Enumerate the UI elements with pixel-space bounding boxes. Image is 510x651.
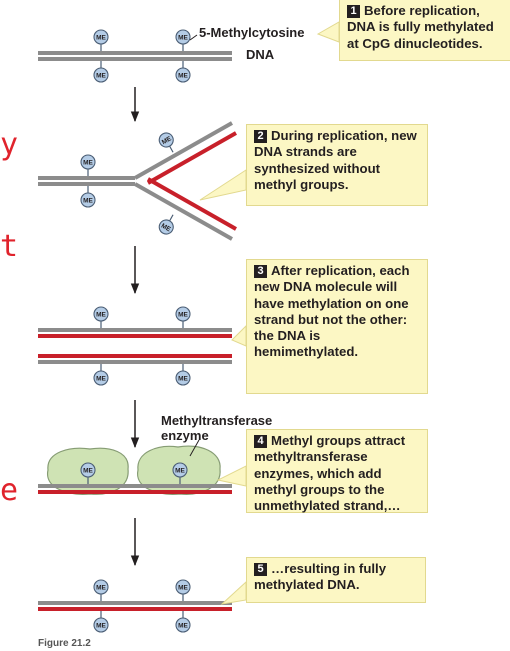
dna-strand-parent bbox=[134, 121, 233, 180]
side-note: e bbox=[0, 473, 19, 508]
stage5-fully-methylated-dna: ME ME ME ME bbox=[38, 579, 232, 633]
dna-strand-new bbox=[147, 131, 237, 185]
methyl-group: ME bbox=[93, 29, 109, 51]
svg-text:ME: ME bbox=[96, 623, 106, 630]
stage4-enzyme-binding: ME ME bbox=[38, 439, 232, 495]
svg-text:ME: ME bbox=[160, 222, 173, 233]
svg-text:ME: ME bbox=[178, 312, 188, 319]
svg-text:ME: ME bbox=[96, 312, 106, 319]
methyl-group: ME bbox=[93, 611, 109, 633]
methyl-group: ME bbox=[93, 61, 109, 83]
methyl-group: ME bbox=[93, 364, 109, 386]
methyl-group: ME bbox=[175, 306, 191, 328]
methyl-group: ME bbox=[93, 306, 109, 328]
step-text: During replication, new DNA strands are … bbox=[254, 128, 417, 192]
methyl-group: ME bbox=[175, 364, 191, 386]
dna-strand-new bbox=[147, 177, 237, 231]
step-callout-5: 5…resulting in fully methylated DNA. bbox=[246, 557, 426, 603]
methyl-group: ME bbox=[80, 154, 96, 176]
methyl-group: ME bbox=[172, 462, 188, 484]
enzyme-label: Methyltransferase enzyme bbox=[161, 413, 272, 443]
methylcytosine-label: 5-Methylcytosine bbox=[199, 25, 305, 40]
svg-text:ME: ME bbox=[178, 35, 188, 42]
figure-caption: Figure 21.2 bbox=[38, 638, 91, 649]
svg-text:ME: ME bbox=[178, 376, 188, 383]
side-note: t bbox=[0, 229, 19, 264]
step-text: Methyl groups attract methyltransferase … bbox=[254, 433, 406, 514]
svg-text:ME: ME bbox=[96, 585, 106, 592]
methyl-group: ME bbox=[80, 186, 96, 208]
step-text: …resulting in fully methylated DNA. bbox=[254, 561, 387, 593]
svg-text:ME: ME bbox=[178, 73, 188, 80]
callout-pointer bbox=[199, 169, 247, 201]
callout-pointer bbox=[216, 465, 247, 487]
dna-label: DNA bbox=[246, 47, 275, 62]
methyl-group: ME bbox=[158, 132, 174, 153]
stage1-dna: ME ME ME ME bbox=[38, 29, 232, 83]
step-number-badge: 5 bbox=[254, 563, 267, 576]
svg-text:ME: ME bbox=[83, 468, 93, 475]
svg-text:ME: ME bbox=[96, 35, 106, 42]
enzyme-label-line2: enzyme bbox=[161, 428, 209, 443]
svg-text:ME: ME bbox=[83, 198, 93, 205]
callout-pointer bbox=[231, 324, 247, 347]
dna-strand-parent bbox=[134, 182, 233, 241]
step-number-badge: 4 bbox=[254, 435, 267, 448]
step-number-badge: 1 bbox=[347, 5, 360, 18]
methyl-group: ME bbox=[175, 611, 191, 633]
methyl-group: ME bbox=[158, 214, 174, 235]
svg-text:ME: ME bbox=[178, 585, 188, 592]
stage3-hemimethylated-dna: ME ME ME ME bbox=[38, 306, 232, 386]
svg-text:ME: ME bbox=[161, 135, 174, 146]
svg-text:ME: ME bbox=[178, 623, 188, 630]
side-note: y bbox=[0, 127, 19, 162]
methyl-group: ME bbox=[175, 579, 191, 601]
step-text: After replication, each new DNA molecule… bbox=[254, 263, 410, 360]
label-leader-line bbox=[189, 34, 198, 41]
enzyme-label-line1: Methyltransferase bbox=[161, 413, 273, 428]
methyl-group: ME bbox=[80, 462, 96, 484]
stage2-replication-fork: ME ME ME ME bbox=[38, 121, 237, 241]
svg-text:ME: ME bbox=[83, 160, 93, 167]
step-text: Before replication, DNA is fully methyla… bbox=[347, 3, 494, 51]
label-leader-line bbox=[189, 439, 200, 457]
step-number-badge: 2 bbox=[254, 130, 267, 143]
step-number-badge: 3 bbox=[254, 265, 267, 278]
svg-text:ME: ME bbox=[96, 376, 106, 383]
callout-pointer bbox=[220, 580, 247, 605]
methyl-group: ME bbox=[93, 579, 109, 601]
svg-text:ME: ME bbox=[96, 73, 106, 80]
methyl-group: ME bbox=[175, 61, 191, 83]
callout-pointer bbox=[316, 21, 340, 43]
svg-text:ME: ME bbox=[175, 468, 185, 475]
methyl-group: ME bbox=[175, 29, 191, 51]
